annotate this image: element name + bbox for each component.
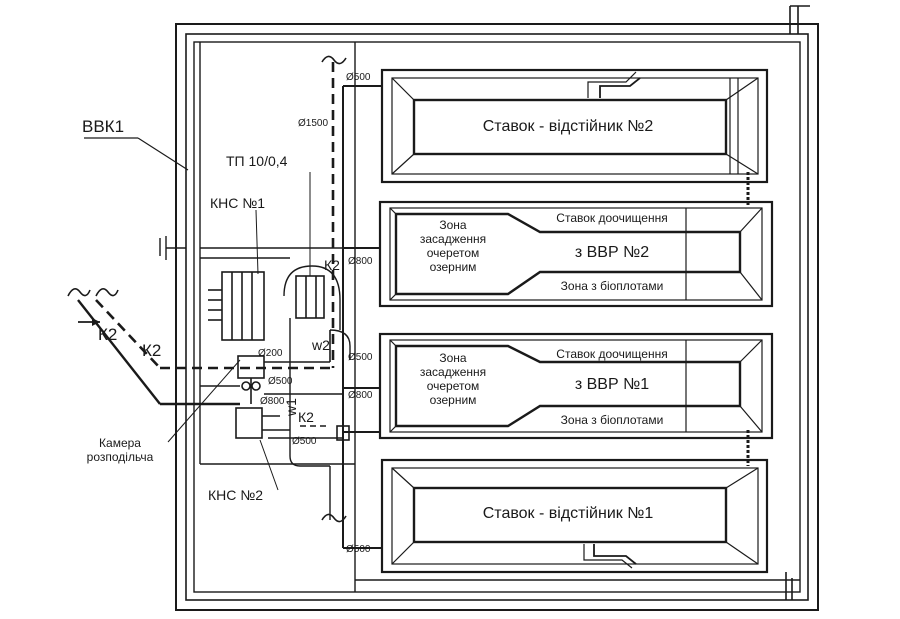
kns1-label: КНС №1 [210,195,265,211]
tp-label: ТП 10/0,4 [226,153,288,169]
reed-zone-2-line2: засадження [420,232,486,246]
diameter-800-b: Ø800 [260,396,285,407]
kns-2 [235,407,290,439]
post-pond-2-vvr: з ВВР №2 [575,244,649,261]
post-treatment-pond-2 [378,200,774,308]
w2-label: w2 [311,337,330,353]
post-pond-1-title: Ставок доочищення [556,347,667,361]
settling-pond-1-label: Ставок - відстійник №1 [483,505,654,522]
reed-zone-2-line1: Зона [439,218,467,232]
post-treatment-pond-1 [378,332,774,466]
diameter-500-c: Ø500 [292,436,317,447]
k2-small-label: К2 [298,409,314,425]
boundary-inner [193,41,801,593]
settling-pond-2-label: Ставок - відстійник №2 [483,118,654,135]
diameter-200: Ø200 [258,348,283,359]
camera-label-line1: Камера [99,436,141,450]
pond-feed-pipes [342,85,382,549]
inflow-arrowhead [92,318,100,326]
k2-left-label-2: К2 [142,341,161,360]
settling-pond-1 [380,458,769,574]
reed-zone-2-line4: озерним [430,260,477,274]
k2-left-label-1: К2 [98,325,117,344]
kns1-leader [255,209,259,275]
k2-left-break-1 [67,288,91,297]
distribution-chamber [237,355,265,404]
boundary-middle [185,33,809,601]
camera-label-line2: розподільча [87,450,154,464]
diameter-1500: Ø1500 [298,118,328,129]
bioplato-zone-1: Зона з біоплотами [561,413,664,427]
kns-1 [208,271,265,341]
diameter-500-bottom: Ø500 [346,544,371,555]
kns2-label: КНС №2 [208,487,263,503]
diameter-500-mid: Ø500 [348,352,373,363]
site-boundary [175,23,819,611]
reed-zone-2-line3: очеретом [427,246,480,260]
kns2-leader [259,439,279,491]
post-treatment-pond-1-texts: Зона засадження очеретом озерним Ставок … [420,347,668,427]
post-pond-1-vvr: з ВВР №1 [575,376,649,393]
k2-break-mark [321,55,347,65]
w1-label: w1 [283,398,299,417]
k2-left-break-2 [95,288,119,297]
diameter-500-top: Ø500 [346,72,371,83]
entrance-gate [159,236,186,260]
service-lines [200,247,343,387]
camera-leader [167,359,241,443]
inner-zone-lines [199,42,800,592]
boundary-outer [175,23,819,611]
bottom-break-mark [321,513,347,523]
reed-zone-1-line2: засадження [420,365,486,379]
settling-pond-2 [380,68,769,206]
inflow-pressure-line [77,299,240,406]
vvk1-leader [84,137,189,171]
k2-main-collector [95,62,335,370]
corner-stubs [785,5,810,600]
vvk1-label: ВВК1 [82,117,124,136]
diameter-500-a: Ø500 [268,376,293,387]
bioplato-zone-2: Зона з біоплотами [561,279,664,293]
reed-zone-1-line4: озерним [430,393,477,407]
k2-vertical-label: К2 [324,257,340,273]
diameter-800-upper: Ø800 [348,256,373,267]
reed-zone-1-line1: Зона [439,351,467,365]
diameter-800-lower: Ø800 [348,390,373,401]
post-pond-2-title: Ставок доочищення [556,211,667,225]
reed-zone-1-line3: очеретом [427,379,480,393]
post-treatment-pond-2-texts: Зона засадження очеретом озерним Ставок … [420,211,668,293]
chamber-connections [264,329,351,441]
